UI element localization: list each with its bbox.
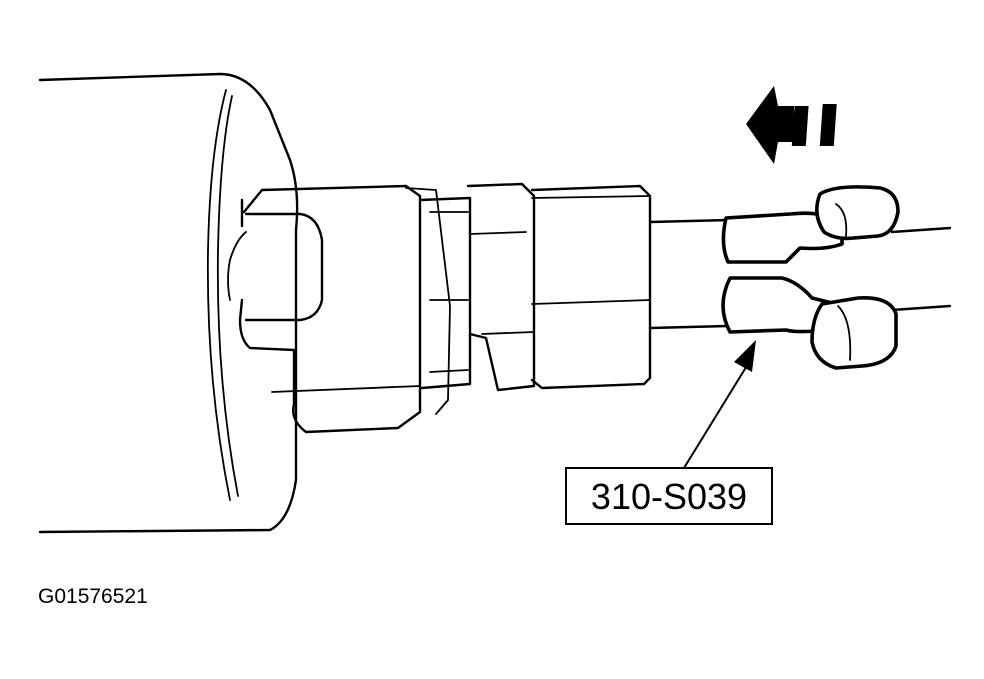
hex-nut-small — [466, 182, 536, 392]
hex-nut-large — [530, 184, 652, 390]
housing-body — [38, 72, 299, 534]
threaded-neck — [418, 196, 472, 390]
tool-callout-box: 310-S039 — [565, 467, 773, 525]
figure-id: G01576521 — [38, 585, 148, 608]
outlet-boss — [227, 184, 451, 434]
fuel-line — [648, 218, 952, 330]
direction-arrow-icon — [746, 86, 837, 164]
tool-callout-label: 310-S039 — [591, 476, 747, 517]
disconnect-tool — [721, 185, 900, 370]
callout-leader — [683, 340, 756, 469]
